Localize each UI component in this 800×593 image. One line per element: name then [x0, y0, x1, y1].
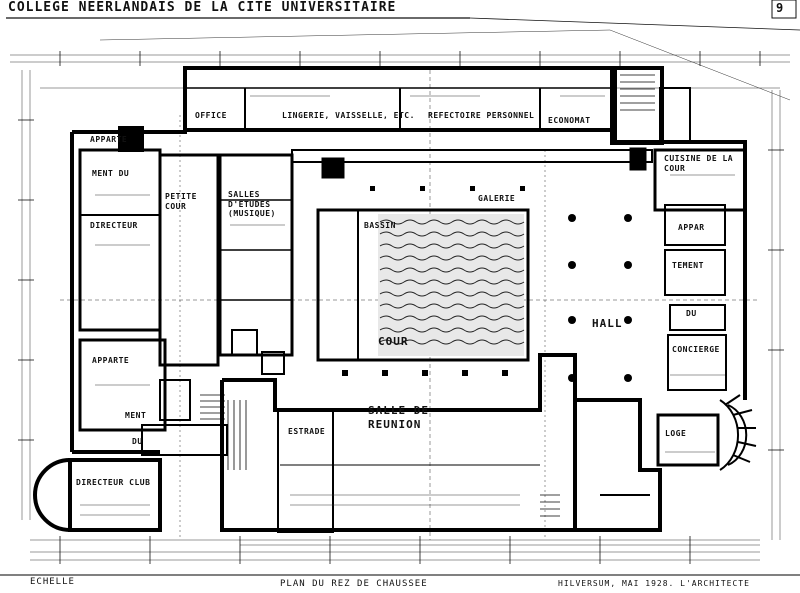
room-office: OFFICE	[195, 111, 227, 120]
room-estrade: ESTRADE	[288, 427, 326, 436]
architect-signature: HILVERSUM, MAI 1928. L'ARCHITECTE	[558, 579, 750, 588]
room-concierge: CONCIERGE	[672, 345, 720, 354]
room-refectoire: REFECTOIRE PERSONNEL	[428, 111, 535, 120]
room-ment-du: MENT DU	[92, 169, 130, 178]
room-galerie: GALERIE	[478, 194, 516, 203]
room-directeur-club: DIRECTEUR CLUB	[76, 478, 151, 487]
room-hall: HALL	[592, 317, 623, 330]
room-du-left: DU	[132, 437, 143, 446]
title-frame	[6, 0, 800, 31]
room-appartement-left: APPARTE	[92, 356, 130, 365]
room-lingerie: LINGERIE, VAISSELLE, ETC.	[282, 111, 415, 120]
room-du-right: DU	[686, 309, 697, 318]
plan-name: PLAN DU REZ DE CHAUSSEE	[280, 579, 428, 589]
room-bassin: BASSIN	[364, 221, 396, 230]
room-cuisine: CUISINE DE LA COUR	[664, 154, 734, 173]
room-loge: LOGE	[665, 429, 687, 438]
room-salle-reunion: SALLE DE REUNION	[368, 404, 429, 432]
columns	[342, 186, 632, 382]
stair-curve-right	[719, 394, 757, 471]
annotation-marks	[80, 95, 735, 516]
bassin-water	[378, 214, 525, 356]
room-salles-etudes: SALLES D'ETUDES (MUSIQUE)	[228, 190, 276, 219]
walls	[33, 66, 747, 533]
room-economat: ECONOMAT	[548, 116, 591, 125]
room-tement: TEMENT	[672, 261, 704, 270]
stair-hatch	[200, 74, 655, 517]
room-directeur: DIRECTEUR	[90, 221, 138, 230]
room-appart-right: APPAR	[678, 223, 705, 232]
room-appartement-top: APPARTE	[90, 135, 128, 144]
dimension-ticks	[18, 51, 784, 564]
room-petite-cour: PETITE COUR	[165, 192, 197, 211]
room-ment: MENT	[125, 411, 147, 420]
room-cour: COUR	[378, 335, 409, 348]
scale-label: ECHELLE	[30, 577, 75, 587]
drawing-title: COLLEGE NEERLANDAIS DE LA CITE UNIVERSIT…	[8, 0, 397, 15]
sheet-number: 9	[776, 1, 784, 15]
